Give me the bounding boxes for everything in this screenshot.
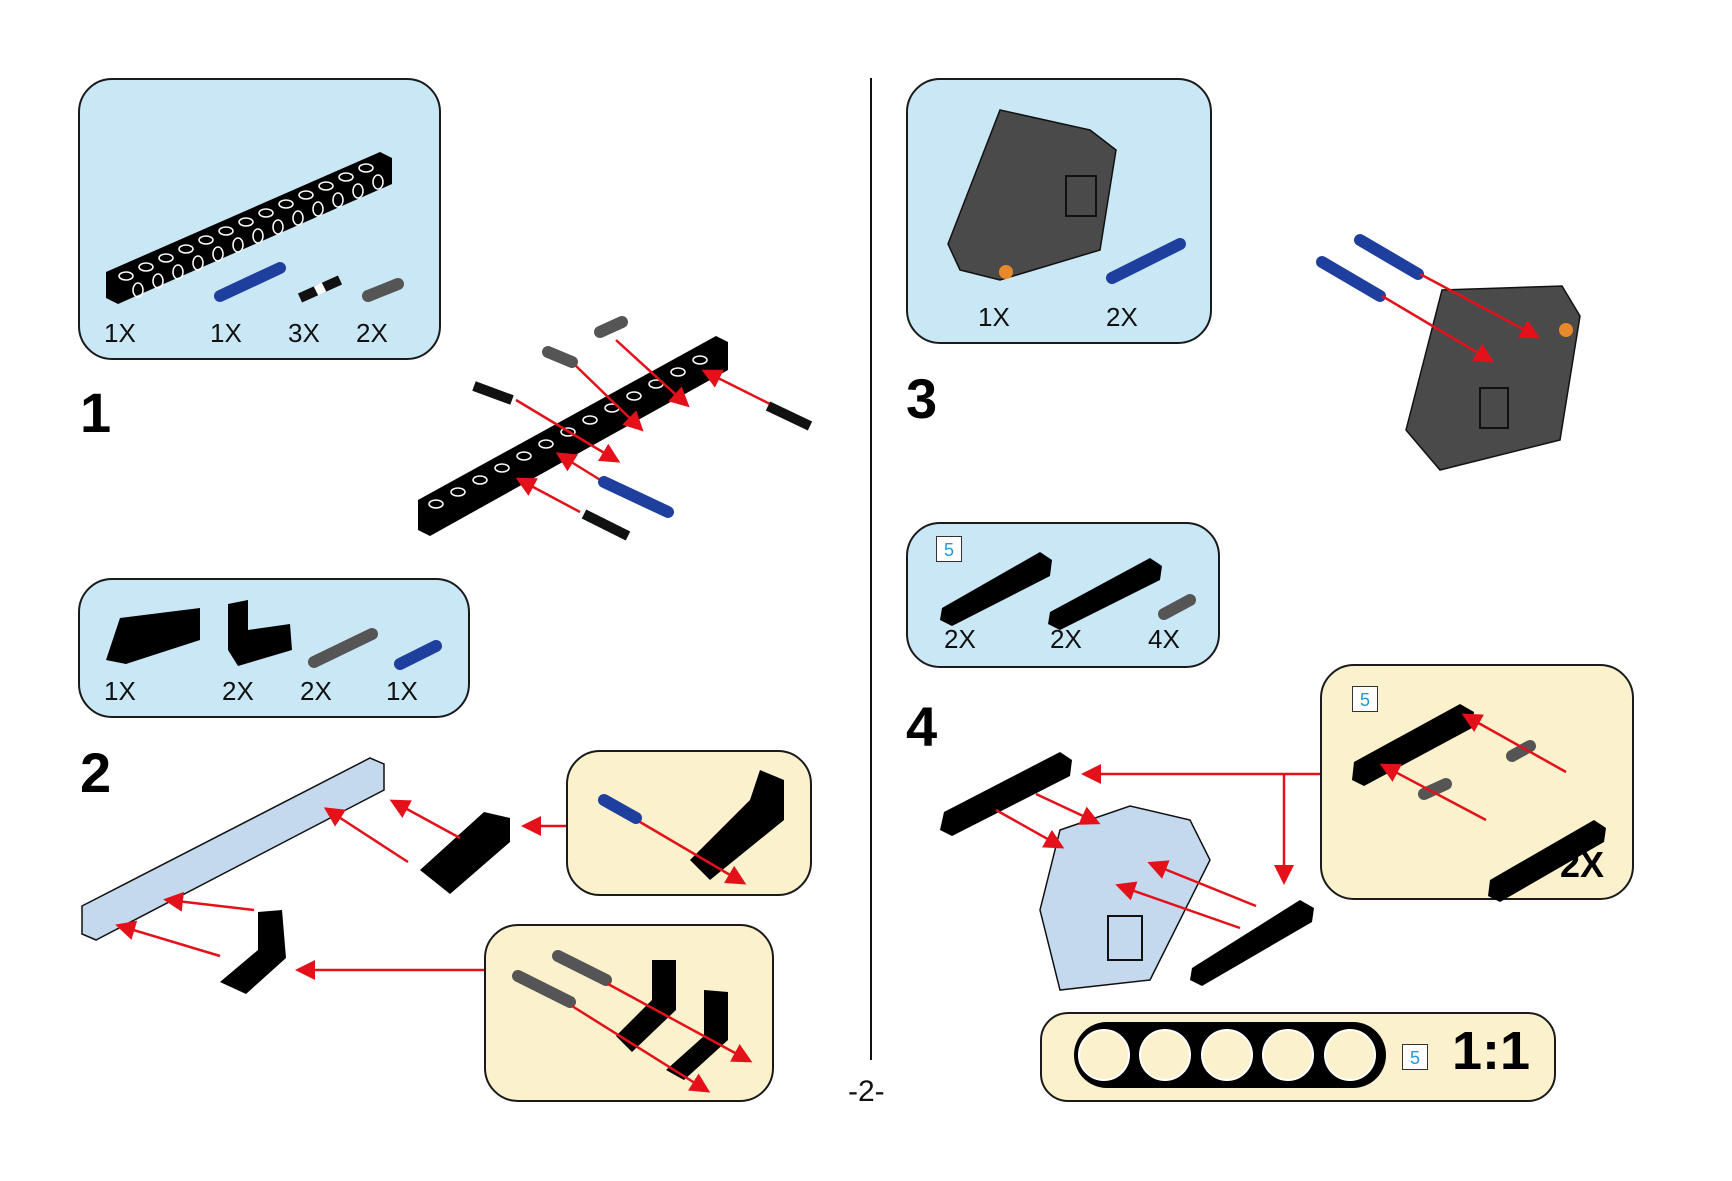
pin-blue-short-icon bbox=[394, 640, 442, 670]
qty-label: 2X bbox=[944, 624, 976, 654]
motor-grey-icon bbox=[947, 109, 1117, 281]
page-number: -2- bbox=[848, 1075, 885, 1108]
step2-subassembly-a-art bbox=[598, 770, 784, 885]
step-number: 2 bbox=[80, 741, 112, 804]
step2-subassembly-b-art bbox=[512, 950, 753, 1093]
length-badge: 5 bbox=[1402, 1044, 1428, 1070]
qty-label: 2X bbox=[300, 676, 332, 706]
qty-label: 4X bbox=[1148, 624, 1180, 654]
qty-label: 1X bbox=[978, 302, 1010, 332]
step3-assembly bbox=[1316, 234, 1581, 471]
qty-label: 1X bbox=[210, 318, 242, 348]
l-beam-3x3-icon bbox=[228, 600, 292, 666]
qty-label: 2X bbox=[356, 318, 388, 348]
pin-grey-short-icon bbox=[1158, 594, 1196, 620]
length-badge: 5 bbox=[1352, 686, 1378, 712]
qty-label: 1X bbox=[386, 676, 418, 706]
length-badge: 5 bbox=[936, 536, 962, 562]
pin-grey-icon bbox=[362, 278, 404, 302]
step4-assembly bbox=[940, 752, 1320, 991]
page-divider bbox=[870, 78, 872, 1060]
qty-label: 3X bbox=[288, 318, 320, 348]
long-pin-grey-icon bbox=[308, 628, 378, 668]
qty-label: 2X bbox=[1106, 302, 1138, 332]
step-number: 3 bbox=[906, 367, 938, 430]
qty-label: 1X bbox=[104, 676, 136, 706]
scale-ratio: 1:1 bbox=[1452, 1021, 1531, 1081]
step-number: 4 bbox=[906, 695, 938, 758]
pin-black-icon bbox=[297, 275, 343, 303]
step1-assembly bbox=[418, 316, 813, 541]
step4-subassembly-art bbox=[1352, 704, 1606, 902]
qty-label: 1X bbox=[104, 318, 136, 348]
step-number: 1 bbox=[80, 381, 112, 444]
step2-assembly bbox=[81, 757, 566, 994]
beam-5-icon bbox=[940, 552, 1052, 626]
subassembly-multiplier: 2X bbox=[1560, 844, 1605, 885]
technic-brick-1x14-icon bbox=[106, 152, 392, 304]
l-beam-3x5-icon bbox=[106, 608, 200, 664]
beam-5-b-icon bbox=[1048, 558, 1162, 630]
scale-beam-5 bbox=[1074, 1022, 1386, 1088]
qty-label: 2X bbox=[1050, 624, 1082, 654]
long-pin-blue-icon bbox=[1106, 238, 1186, 284]
qty-label: 2X bbox=[222, 676, 254, 706]
long-pin-blue-icon bbox=[214, 262, 286, 302]
